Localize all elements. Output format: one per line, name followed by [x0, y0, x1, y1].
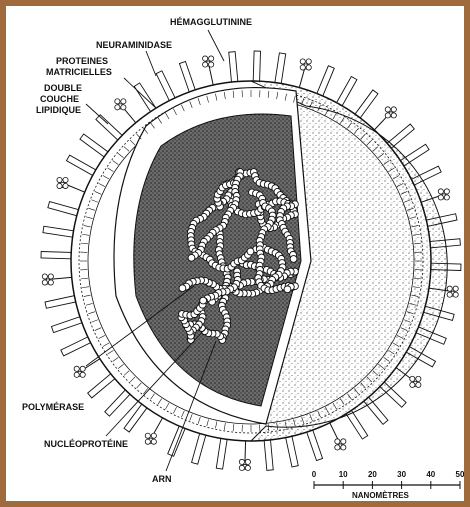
- neuraminidase-spike: [298, 59, 311, 92]
- neuraminidase-spike: [145, 414, 164, 444]
- scale-tick-label: 30: [397, 470, 406, 479]
- neuraminidase-spike: [328, 419, 346, 450]
- neuraminidase-spike: [203, 56, 214, 89]
- neuraminidase-spike: [57, 177, 88, 193]
- scale-tick-label: 40: [426, 470, 435, 479]
- neuraminidase-spike: [372, 107, 397, 133]
- label-double-2: COUCHE: [40, 94, 79, 104]
- scale-unit-label: NANOMÈTRES: [352, 491, 410, 500]
- scale-tick-label: 20: [368, 470, 377, 479]
- scale-tick-label: 0: [312, 470, 317, 479]
- label-double-1: DOUBLE: [44, 83, 82, 93]
- neuraminidase-spike: [239, 437, 250, 471]
- neuraminidase-spike: [115, 99, 139, 126]
- hemagglutinin-spike: [41, 252, 75, 259]
- label-double-3: LIPIDIQUE: [36, 105, 81, 115]
- scale-tick-label: 50: [456, 470, 464, 479]
- hemagglutinin-spike: [253, 51, 260, 85]
- scale-tick-label: 10: [339, 470, 348, 479]
- virus-diagram: HÉMAGGLUTININE NEURAMINIDASE PROTEINES M…: [6, 6, 464, 501]
- label-hemagglutinine: HÉMAGGLUTININE: [170, 17, 252, 27]
- label-neuraminidase: NEURAMINIDASE: [96, 40, 172, 50]
- label-proteines-2: MATRICIELLES: [46, 67, 112, 77]
- label-arn: ARN: [152, 474, 172, 484]
- label-polymerase: POLYMÉRASE: [22, 402, 84, 412]
- neuraminidase-spike: [74, 357, 103, 378]
- label-proteines-1: PROTEINES: [56, 56, 108, 66]
- scale-bar: 0 10 20 30 40 50 NANOMÈTRES: [312, 470, 464, 500]
- neuraminidase-spike: [42, 274, 75, 285]
- label-nucleoproteine: NUCLÉOPROTÉINE: [44, 439, 128, 449]
